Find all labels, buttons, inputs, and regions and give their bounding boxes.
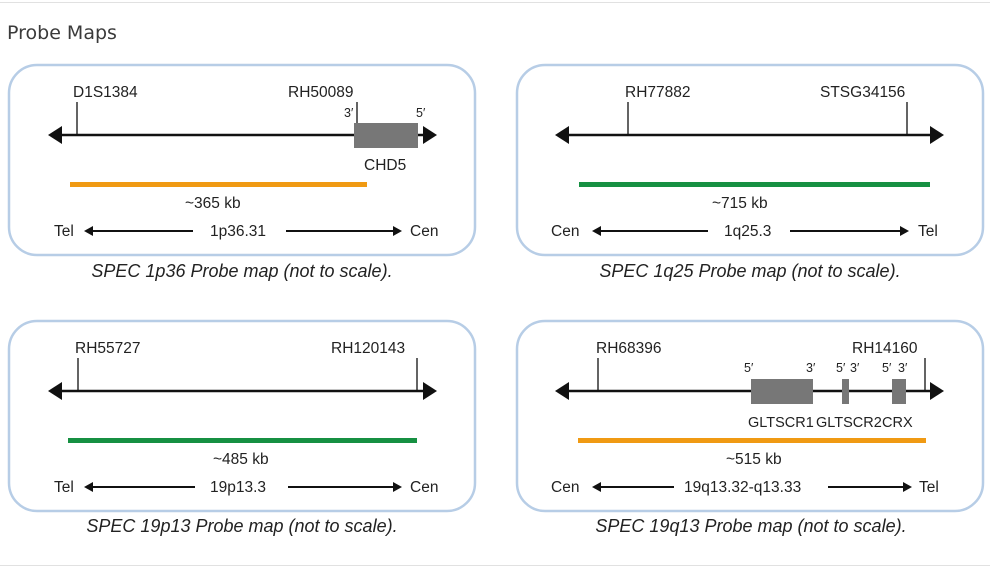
probe-size-label: ~715 kb — [712, 195, 768, 212]
probe-map-19q13-diagram: RH68396 RH14160 5′ 3′ 5′ 3′ 5′ 3′ GLTSCR… — [515, 319, 985, 536]
gene-label-chd5: CHD5 — [364, 157, 406, 174]
probe-map-1p36: D1S1384 RH50089 3′ 5′ CHD5 ~365 kb Tel 1… — [0, 60, 490, 290]
marker-label-left: RH68396 — [596, 340, 662, 357]
gltscr2-end-3prime: 3′ — [850, 361, 860, 375]
gene-box-gltscr1 — [751, 379, 813, 404]
marker-label-right: RH14160 — [852, 340, 918, 357]
marker-label-left: RH55727 — [75, 340, 141, 357]
right-direction-arrowhead — [393, 226, 402, 236]
map-frame — [7, 63, 477, 257]
map-frame — [515, 319, 985, 513]
right-end-label: Tel — [918, 223, 938, 240]
map-caption: SPEC 19q13 Probe map (not to scale). — [595, 516, 906, 536]
left-arrowhead — [48, 382, 62, 400]
left-direction-arrowhead — [592, 482, 601, 492]
probe-map-19p13-diagram: RH55727 RH120143 ~485 kb Tel 19p13.3 Cen… — [7, 319, 477, 536]
gene-end-3prime: 3′ — [344, 106, 354, 120]
probe-bar — [579, 182, 930, 187]
gene-label-gltscr1: GLTSCR1 — [748, 415, 814, 431]
right-arrowhead — [930, 126, 944, 144]
probe-map-19p13: RH55727 RH120143 ~485 kb Tel 19p13.3 Cen… — [0, 316, 490, 546]
gltscr1-end-3prime: 3′ — [806, 361, 816, 375]
probe-bar — [68, 438, 417, 443]
probe-bar — [578, 438, 926, 443]
gltscr2-end-5prime: 5′ — [836, 361, 846, 375]
left-end-label: Tel — [54, 223, 74, 240]
gene-end-5prime: 5′ — [416, 106, 426, 120]
gene-label-crx: CRX — [882, 415, 913, 431]
right-direction-arrowhead — [903, 482, 912, 492]
right-arrowhead — [423, 126, 437, 144]
marker-label-right: RH50089 — [288, 84, 354, 101]
band-label: 19p13.3 — [210, 479, 266, 496]
gene-box-crx — [892, 379, 906, 404]
gene-box-gltscr2 — [842, 379, 849, 404]
probe-map-1p36-diagram: D1S1384 RH50089 3′ 5′ CHD5 ~365 kb Tel 1… — [7, 63, 477, 281]
left-direction-arrowhead — [84, 226, 93, 236]
map-caption: SPEC 1q25 Probe map (not to scale). — [599, 261, 900, 281]
gene-box-chd5 — [354, 123, 418, 148]
right-direction-arrowhead — [900, 226, 909, 236]
bottom-divider — [0, 565, 990, 566]
map-caption: SPEC 1p36 Probe map (not to scale). — [91, 261, 392, 281]
map-caption: SPEC 19p13 Probe map (not to scale). — [86, 516, 397, 536]
left-end-label: Cen — [551, 479, 579, 496]
crx-end-3prime: 3′ — [898, 361, 908, 375]
marker-label-left: RH77882 — [625, 84, 691, 101]
gltscr1-end-5prime: 5′ — [744, 361, 754, 375]
left-arrowhead — [555, 126, 569, 144]
probe-bar — [70, 182, 367, 187]
gene-label-gltscr2: GLTSCR2 — [816, 415, 882, 431]
top-divider — [0, 2, 990, 3]
right-direction-arrowhead — [393, 482, 402, 492]
probe-map-1q25-diagram: RH77882 STSG34156 ~715 kb Cen 1q25.3 Tel… — [515, 63, 985, 281]
left-direction-arrowhead — [592, 226, 601, 236]
crx-end-5prime: 5′ — [882, 361, 892, 375]
band-label: 19q13.32-q13.33 — [684, 479, 801, 496]
right-end-label: Tel — [919, 479, 939, 496]
probe-map-1q25: RH77882 STSG34156 ~715 kb Cen 1q25.3 Tel… — [508, 60, 998, 290]
right-end-label: Cen — [410, 223, 438, 240]
right-arrowhead — [423, 382, 437, 400]
right-end-label: Cen — [410, 479, 438, 496]
band-label: 1q25.3 — [724, 223, 771, 240]
marker-label-right: RH120143 — [331, 340, 405, 357]
left-arrowhead — [48, 126, 62, 144]
probe-size-label: ~515 kb — [726, 451, 782, 468]
probe-size-label: ~485 kb — [213, 451, 269, 468]
right-arrowhead — [930, 382, 944, 400]
band-label: 1p36.31 — [210, 223, 266, 240]
probe-map-19q13: RH68396 RH14160 5′ 3′ 5′ 3′ 5′ 3′ GLTSCR… — [508, 316, 998, 546]
marker-label-right: STSG34156 — [820, 84, 905, 101]
page-heading: Probe Maps — [7, 22, 117, 44]
left-end-label: Cen — [551, 223, 579, 240]
marker-label-left: D1S1384 — [73, 84, 138, 101]
left-arrowhead — [555, 382, 569, 400]
map-frame — [7, 319, 477, 513]
left-end-label: Tel — [54, 479, 74, 496]
map-frame — [515, 63, 985, 257]
probe-size-label: ~365 kb — [185, 195, 241, 212]
left-direction-arrowhead — [84, 482, 93, 492]
